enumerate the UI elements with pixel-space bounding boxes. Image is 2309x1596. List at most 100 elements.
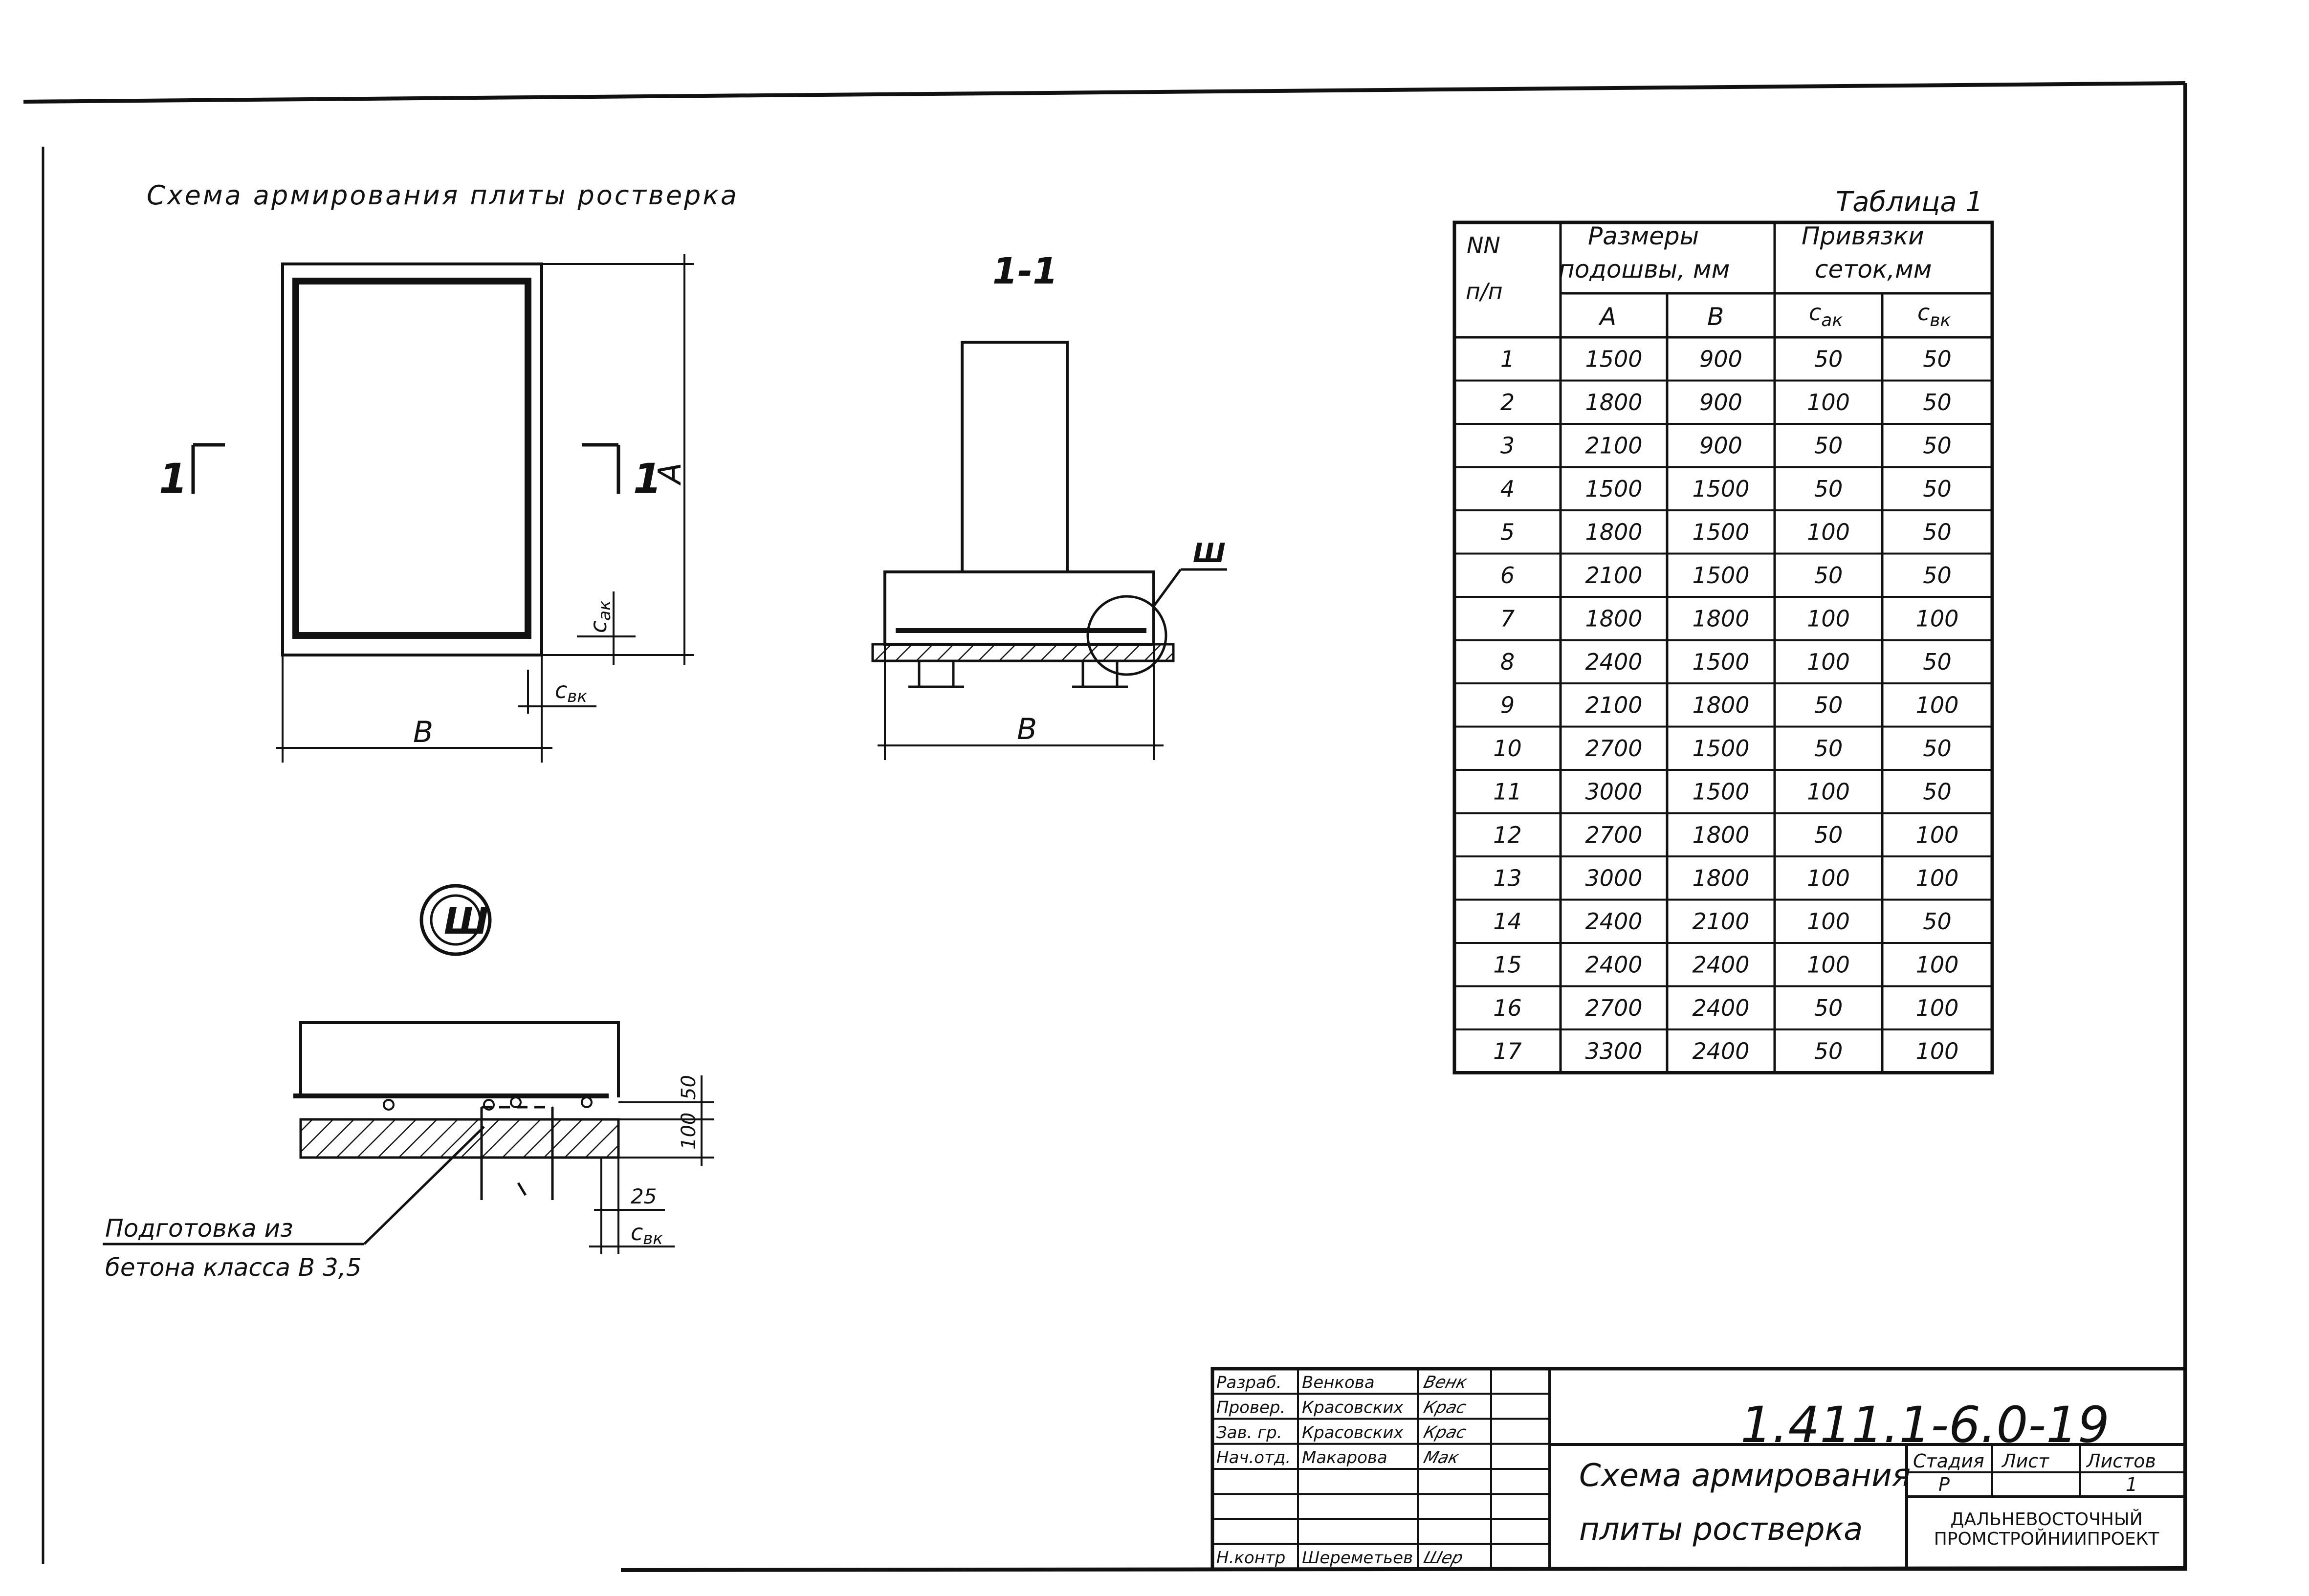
signature-role: Разраб.	[1216, 1373, 1282, 1392]
table-cell: 50	[1814, 1038, 1843, 1064]
header-sizes-1: Размеры	[1588, 222, 1699, 250]
table-header: NN п/п Размеры подошвы, мм Привязки сето…	[1466, 222, 1951, 331]
dimension-cbk-label: свк	[555, 677, 587, 706]
header-a: А	[1598, 303, 1616, 331]
signature-name: Шереметьев	[1302, 1548, 1413, 1568]
table-cell: 100	[1916, 995, 1959, 1021]
table-cell: 13	[1493, 865, 1522, 891]
table-cell: 100	[1807, 908, 1850, 935]
table-cell: 1800	[1692, 865, 1749, 891]
signature-name: Венкова	[1302, 1373, 1375, 1392]
detail-callout-leader	[1152, 568, 1182, 607]
table-cell: 50	[1923, 649, 1952, 675]
table-cell: 1500	[1585, 476, 1642, 502]
signature-name: Красовских	[1302, 1398, 1404, 1418]
organization-line-1: ДАЛЬНЕВОСТОЧНЫЙ	[1950, 1509, 2142, 1530]
table-cell: 2700	[1585, 822, 1642, 848]
sheets-value: 1	[2126, 1474, 2137, 1495]
table-cell: 2400	[1692, 995, 1749, 1021]
table-cell: 100	[1916, 692, 1959, 718]
table-cell: 2100	[1585, 692, 1642, 718]
table-cell: 50	[1923, 346, 1952, 372]
table-cell: 2700	[1585, 735, 1642, 762]
table-cell: 3000	[1585, 865, 1642, 891]
table-cell: 1800	[1585, 605, 1642, 632]
dimension-cak-label: cак	[585, 600, 615, 633]
table-cell: 2100	[1585, 562, 1642, 589]
dimension-a	[542, 254, 694, 665]
table-cell: 50	[1923, 908, 1952, 935]
organization-line-2: ПРОМСТРОЙНИИПРОЕКТ	[1934, 1529, 2160, 1549]
detail-dim-100: 100	[678, 1113, 700, 1150]
table-cell: 16	[1493, 995, 1522, 1021]
table-cell: 100	[1916, 822, 1959, 848]
sheet-title-line-1: Схема армирования	[1579, 1458, 1911, 1494]
document-code: 1.411.1-6.0-19	[1740, 1396, 2110, 1454]
detail-callout-circle	[1086, 595, 1167, 676]
table-cell: 11	[1493, 778, 1522, 805]
table-cell: 50	[1814, 995, 1843, 1021]
dimension-b-label: В	[413, 715, 433, 749]
signature-scribble: Венк	[1422, 1373, 1470, 1392]
note-leader	[363, 1126, 485, 1245]
table-cell: 1500	[1692, 476, 1749, 502]
table-cell: 3300	[1585, 1038, 1642, 1064]
table-cell: 1800	[1585, 389, 1642, 415]
table-1: Таблица 1 NN п/п Размеры подошвы, мм При…	[1452, 186, 1994, 1074]
table-cell: 2100	[1692, 908, 1749, 935]
detail-dim-50: 50	[678, 1075, 700, 1100]
sheet-label: Лист	[2001, 1450, 2050, 1472]
table-cell: 100	[1807, 519, 1850, 545]
dimension-b	[276, 655, 596, 763]
signature-role: Провер.	[1216, 1398, 1285, 1418]
header-b: В	[1707, 303, 1724, 331]
header-cak: сак	[1809, 299, 1843, 330]
stage-value: Р	[1938, 1474, 1950, 1495]
detail-dimensions	[589, 1075, 714, 1254]
table-cell: 50	[1923, 778, 1952, 805]
table-cell: 100	[1807, 951, 1850, 978]
detail-dim-cbk: свк	[631, 1219, 663, 1248]
dimension-a-label: А	[652, 462, 688, 486]
plan-view: 1 1 А cак В свк	[159, 254, 694, 763]
detail-rebar-dots	[383, 1096, 593, 1111]
footing-slab	[883, 570, 1155, 646]
sheets-label: Листов	[2086, 1450, 2156, 1472]
table-cell: 12	[1493, 822, 1522, 848]
table-cell: 100	[1807, 649, 1850, 675]
table-cell: 5	[1500, 519, 1515, 545]
header-bind-1: Привязки	[1802, 222, 1924, 250]
table-cell: 2400	[1585, 951, 1642, 978]
detail-marker-label: Ш	[444, 900, 488, 942]
section-dimension-b-label: В	[1017, 712, 1037, 746]
detail-pile	[480, 1106, 554, 1200]
detail-view: Ш 50 100 25 свк	[103, 884, 714, 1282]
signature-scribble: Мак	[1422, 1448, 1461, 1467]
signature-row: Разраб. Венкова Венк	[1216, 1373, 1469, 1392]
table-cell: 50	[1814, 476, 1843, 502]
table-cell: 100	[1807, 778, 1850, 805]
table-cell: 2400	[1585, 649, 1642, 675]
table-cell: 50	[1814, 346, 1843, 372]
table-cell: 2700	[1585, 995, 1642, 1021]
table-cell: 50	[1923, 432, 1952, 459]
section-mark-right-label: 1	[633, 455, 661, 503]
signature-scribble: Крас	[1422, 1423, 1469, 1442]
header-nn-2: п/п	[1466, 278, 1503, 305]
table-cell: 1500	[1692, 562, 1749, 589]
table-cell: 3000	[1585, 778, 1642, 805]
detail-callout-label: Ш	[1193, 538, 1226, 568]
table-cell: 50	[1923, 389, 1952, 415]
table-cell: 100	[1916, 951, 1959, 978]
